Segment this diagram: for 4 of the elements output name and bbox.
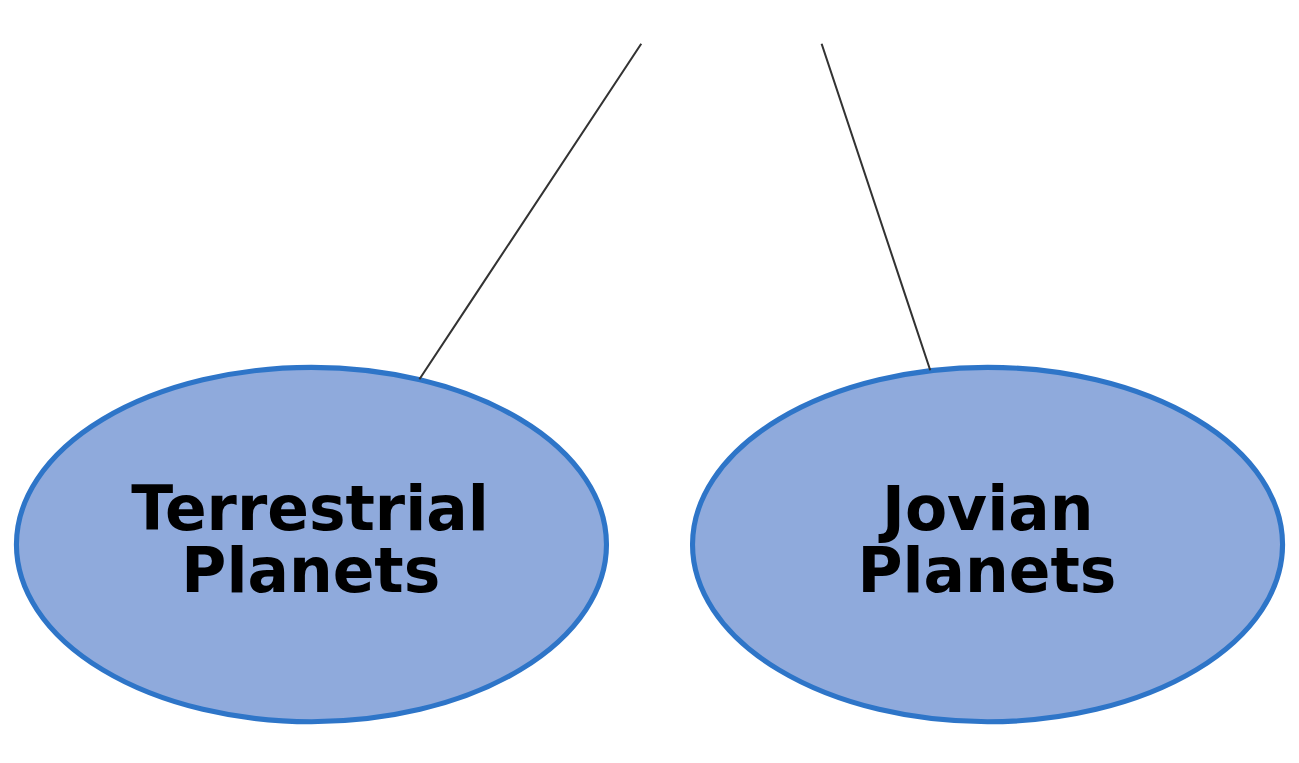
node-ellipse: Terrestrial Planets — [13, 364, 610, 724]
connector — [418, 42, 643, 380]
connector — [820, 42, 932, 371]
node-ellipse: Jovian Planets — [689, 364, 1286, 724]
